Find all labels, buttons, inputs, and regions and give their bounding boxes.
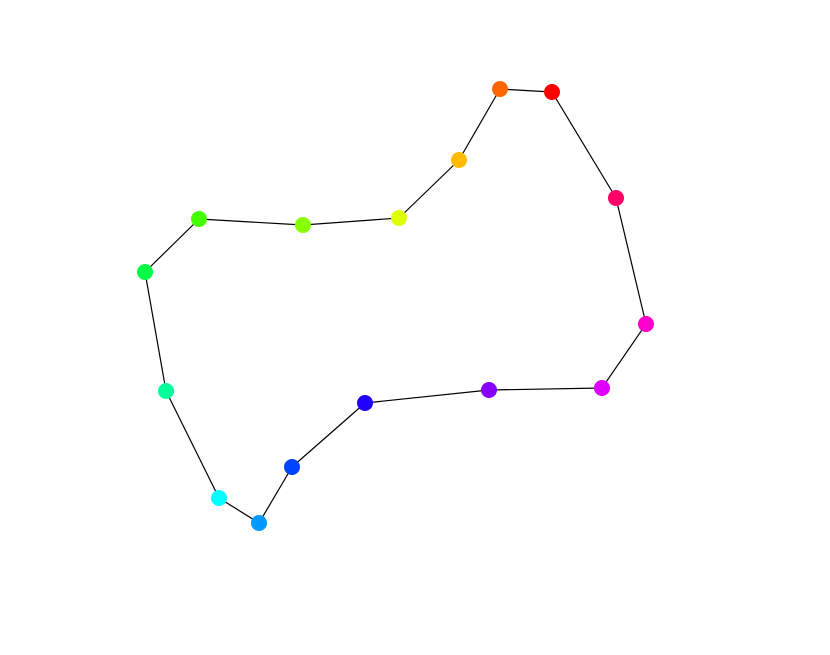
- graph-node: [594, 380, 610, 396]
- graph-edge: [144, 271, 167, 392]
- graph-node: [191, 211, 207, 227]
- graph-node: [638, 316, 654, 332]
- graph-node: [211, 490, 227, 506]
- graph-nodes: [137, 81, 654, 531]
- graph-edge: [302, 217, 400, 226]
- graph-edge: [198, 218, 304, 226]
- graph-node: [295, 217, 311, 233]
- graph-edge: [398, 159, 460, 219]
- graph-node: [608, 190, 624, 206]
- graph-node: [492, 81, 508, 97]
- graph-edge: [364, 389, 490, 404]
- graph-node: [451, 152, 467, 168]
- graph-edge: [615, 197, 647, 325]
- graph-edge: [458, 88, 501, 161]
- graph-node: [137, 264, 153, 280]
- graph-edge: [165, 390, 220, 499]
- graph-edge: [601, 323, 647, 389]
- graph-node: [357, 395, 373, 411]
- graph-node: [284, 459, 300, 475]
- graph-edge: [488, 387, 603, 391]
- graph-edge: [551, 91, 617, 199]
- graph-node: [544, 84, 560, 100]
- graph-edge: [144, 218, 200, 273]
- graph-node: [158, 383, 174, 399]
- graph-node: [251, 515, 267, 531]
- graph-node: [481, 382, 497, 398]
- graph-edge: [499, 88, 553, 93]
- graph-edge: [291, 402, 366, 468]
- graph-edges: [144, 88, 647, 524]
- graph-edge: [258, 466, 293, 524]
- graph-node: [391, 210, 407, 226]
